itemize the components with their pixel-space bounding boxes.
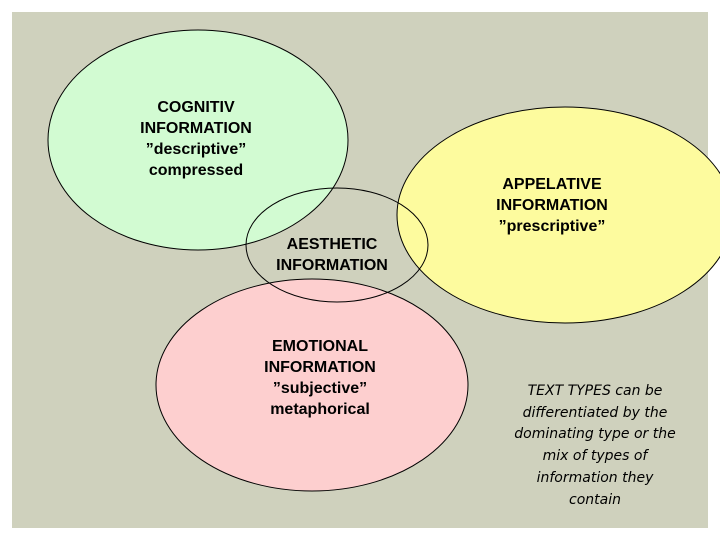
- appelative-line-3: ”prescriptive”: [498, 218, 606, 235]
- appelative-ellipse: [396, 106, 720, 324]
- note-line-2: differentiated by the: [522, 404, 668, 421]
- appelative-label: APPELATIVE INFORMATION ”prescriptive”: [472, 174, 632, 237]
- aesthetic-line-1: AESTHETIC: [286, 236, 378, 253]
- note-line-1: TEXT TYPES can be: [527, 383, 663, 399]
- emotional-line-4: metaphorical: [270, 401, 370, 418]
- cognitive-line-1: COGNITIV: [157, 99, 235, 116]
- note-line-5: information they: [536, 469, 654, 486]
- aesthetic-label: AESTHETIC INFORMATION: [252, 234, 412, 276]
- cognitive-ellipse: [47, 29, 349, 251]
- aesthetic-line-2: INFORMATION: [276, 257, 388, 274]
- emotional-line-3: ”subjective”: [272, 380, 368, 397]
- emotional-line-2: INFORMATION: [264, 359, 376, 376]
- note-line-3: dominating type or the: [514, 426, 676, 443]
- cognitive-line-4: compressed: [148, 162, 244, 179]
- emotional-ellipse: [155, 278, 469, 492]
- cognitive-line-3: ”descriptive”: [145, 141, 247, 158]
- cognitive-line-2: INFORMATION: [140, 120, 252, 137]
- appelative-line-1: APPELATIVE: [502, 176, 602, 193]
- note-line-4: mix of types of: [542, 448, 648, 465]
- emotional-label: EMOTIONAL INFORMATION ”subjective” metap…: [240, 336, 400, 420]
- aesthetic-ellipse: [245, 187, 429, 303]
- appelative-line-2: INFORMATION: [496, 197, 608, 214]
- cognitive-label: COGNITIV INFORMATION ”descriptive” compr…: [116, 97, 276, 181]
- text-types-note: TEXT TYPES can be differentiated by the …: [495, 381, 695, 511]
- emotional-line-1: EMOTIONAL: [272, 338, 368, 355]
- note-line-6: contain: [569, 491, 621, 508]
